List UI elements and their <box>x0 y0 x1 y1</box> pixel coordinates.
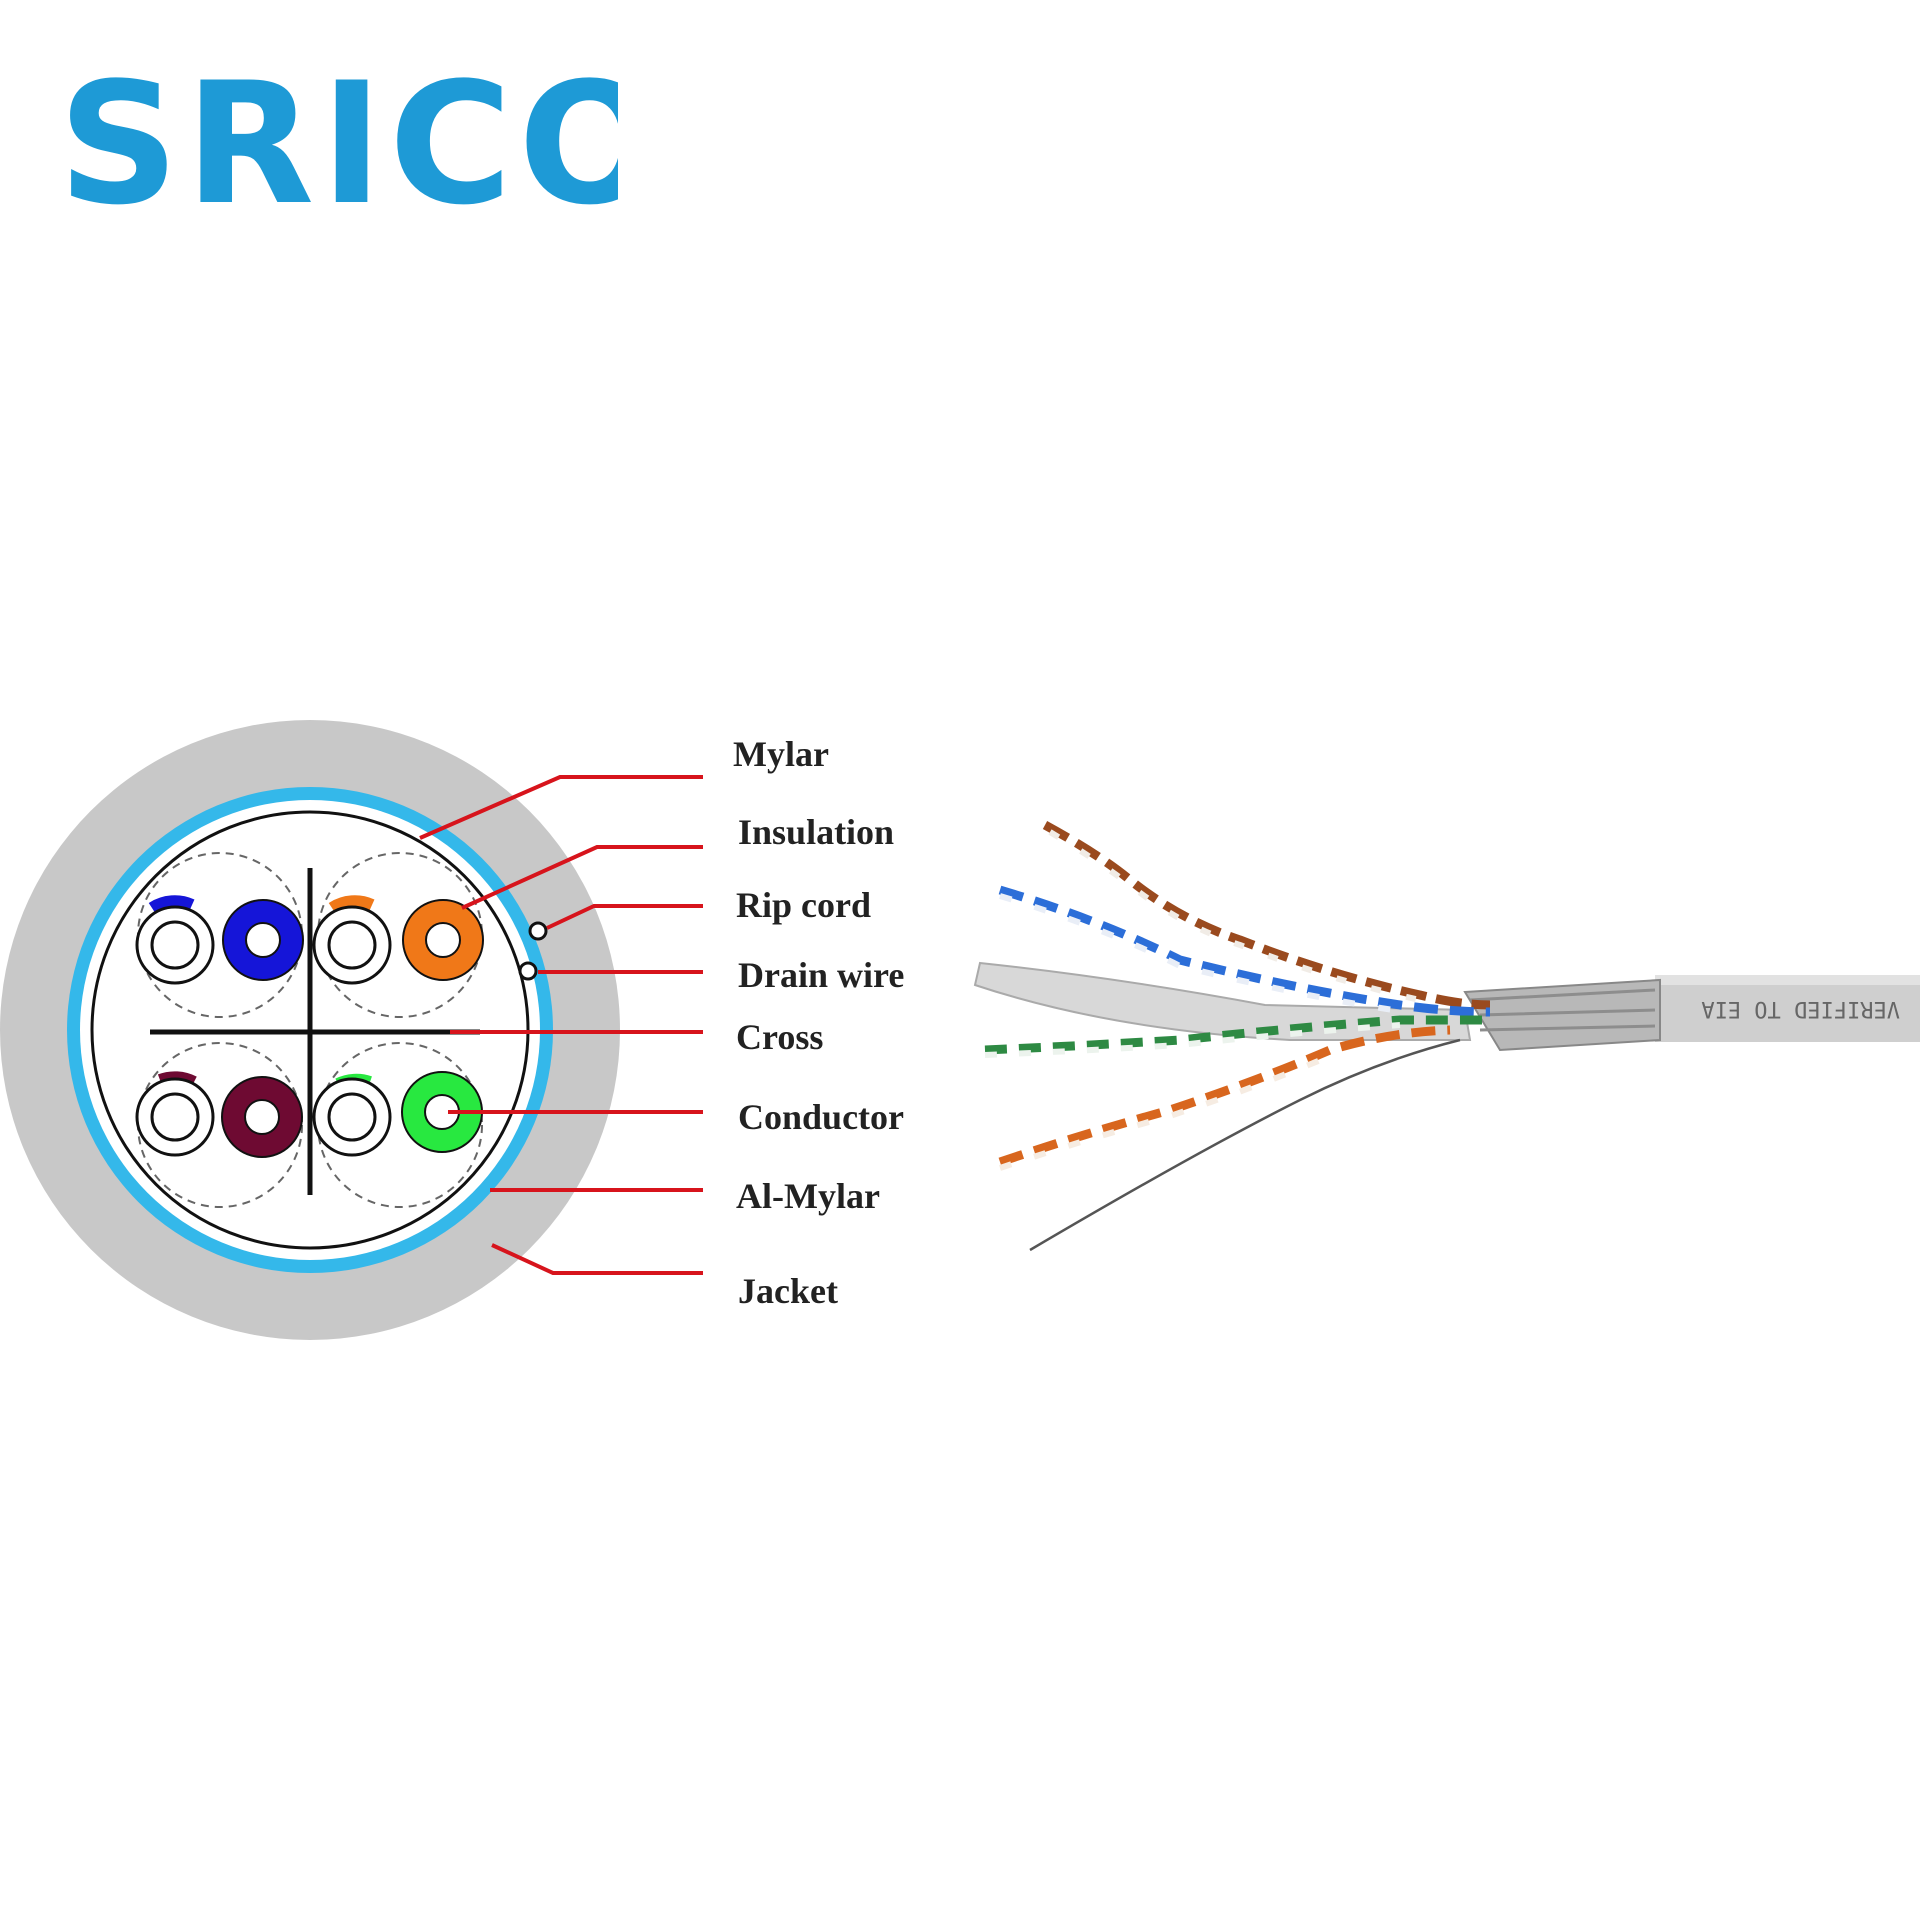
labels: Mylar Insulation Rip cord Drain wire Cro… <box>733 734 904 1311</box>
label-mylar: Mylar <box>733 734 829 774</box>
drain-wire-strand <box>1029 1038 1461 1252</box>
rip-cord-dot <box>528 921 548 941</box>
cable-diagram: Mylar Insulation Rip cord Drain wire Cro… <box>0 720 1920 1340</box>
leader-insulation <box>461 845 703 910</box>
label-jacket: Jacket <box>738 1271 838 1311</box>
label-drain-wire: Drain wire <box>738 955 904 995</box>
wire-orange <box>998 1025 1451 1167</box>
srico-logo: SRICO <box>58 62 618 222</box>
leader-rip-cord <box>546 904 703 930</box>
leader-lines <box>419 775 703 1275</box>
cross-separator <box>150 868 480 1195</box>
green-pair <box>312 1071 483 1157</box>
label-insulation: Insulation <box>738 812 894 852</box>
logo-text: SRICO <box>58 62 618 222</box>
wire-green <box>984 1015 1490 1055</box>
leader-mylar <box>419 775 703 840</box>
blue-pair <box>135 895 304 985</box>
cable-photo: VERIFIED TO EIA <box>973 821 1920 1252</box>
cable-print: VERIFIED TO EIA <box>1701 996 1900 1021</box>
label-cross: Cross <box>736 1017 823 1057</box>
label-al-mylar: Al-Mylar <box>736 1176 880 1216</box>
label-rip-cord: Rip cord <box>736 885 871 925</box>
leader-jacket <box>491 1243 703 1275</box>
brown-pair <box>135 1071 303 1158</box>
label-conductor: Conductor <box>738 1097 904 1137</box>
wire-blue <box>998 885 1491 1017</box>
drain-wire-dot <box>518 961 538 981</box>
orange-pair <box>312 895 484 985</box>
wire-brown <box>1042 821 1491 1010</box>
cable-jacket <box>1655 975 1920 1042</box>
cable-cross-section <box>0 720 620 1340</box>
